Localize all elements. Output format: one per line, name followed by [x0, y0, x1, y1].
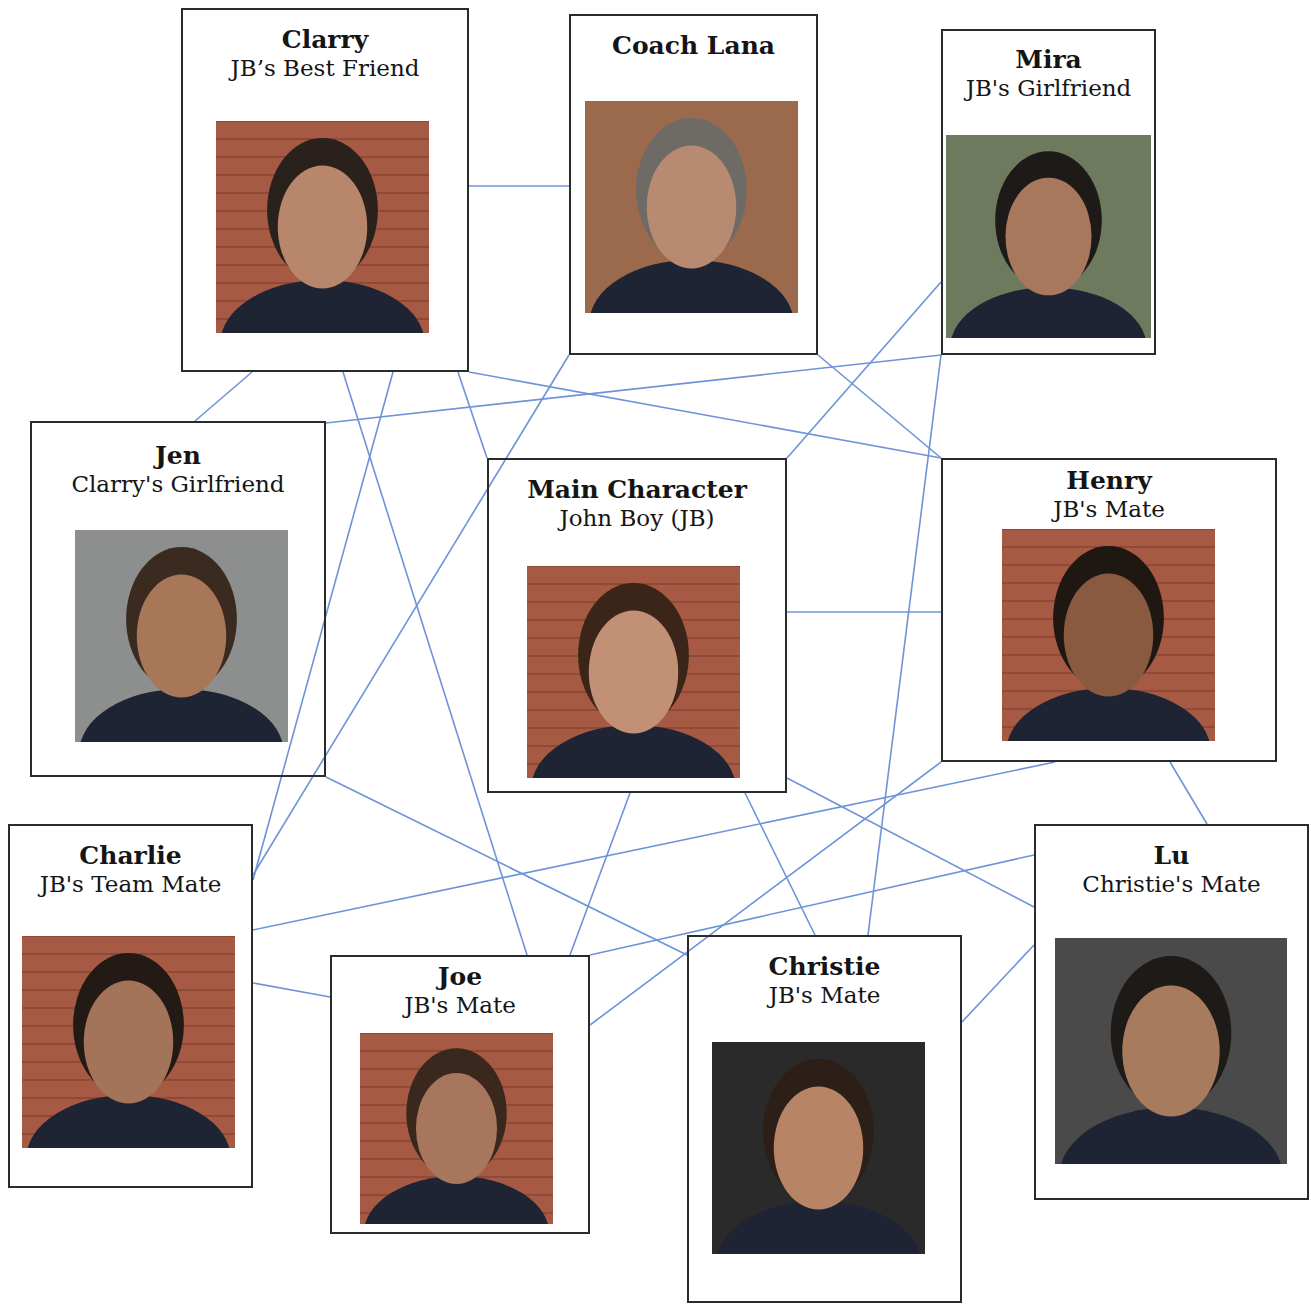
- relationship-line: [787, 282, 941, 458]
- relationship-line: [469, 185, 569, 187]
- relationship-line: [253, 983, 330, 997]
- relationship-line: [326, 355, 941, 423]
- character-role: Christie's Mate: [1082, 871, 1260, 899]
- face: [278, 166, 367, 289]
- portrait-photo: [946, 135, 1151, 338]
- character-card: MiraJB's Girlfriend: [941, 29, 1156, 355]
- character-card: LuChristie's Mate: [1034, 824, 1309, 1200]
- character-role: JB's Mate: [404, 992, 516, 1020]
- character-card: ClarryJB’s Best Friend: [181, 8, 469, 372]
- brick-mortar: [527, 566, 740, 567]
- relationship-line: [469, 372, 941, 458]
- character-name: Lu: [1154, 841, 1190, 871]
- face: [84, 981, 173, 1104]
- portrait-figure: [946, 135, 1151, 338]
- relationship-line: [787, 611, 941, 613]
- brick-mortar: [216, 121, 429, 122]
- portrait-photo: [712, 1042, 925, 1254]
- portrait-figure: [22, 936, 235, 1148]
- portrait-figure: [712, 1042, 925, 1254]
- portrait-figure: [1002, 529, 1215, 741]
- character-card: CharlieJB's Team Mate: [8, 824, 253, 1188]
- portrait-photo: [527, 566, 740, 778]
- character-name: Christie: [769, 952, 881, 982]
- portrait-photo: [360, 1033, 553, 1224]
- portrait-photo: [216, 121, 429, 333]
- portrait-photo: [1002, 529, 1215, 741]
- portrait-figure: [585, 101, 798, 313]
- relationship-line: [253, 762, 1055, 930]
- character-name: Joe: [438, 962, 482, 992]
- relationship-line: [590, 762, 941, 1025]
- character-name: Charlie: [79, 841, 181, 871]
- face: [416, 1073, 497, 1184]
- relationship-line: [195, 372, 252, 421]
- relationship-line: [1170, 762, 1207, 824]
- face: [1122, 985, 1219, 1116]
- face: [589, 611, 678, 734]
- face: [774, 1087, 863, 1210]
- character-role: John Boy (JB): [559, 505, 714, 533]
- relationship-line: [590, 855, 1034, 955]
- character-card: JoeJB's Mate: [330, 955, 590, 1234]
- character-role: JB's Girlfriend: [966, 75, 1132, 103]
- portrait-photo: [75, 530, 288, 742]
- relationship-line: [458, 372, 487, 458]
- character-role: JB's Team Mate: [40, 871, 222, 899]
- relationship-line: [962, 945, 1034, 1022]
- relationship-line: [868, 355, 941, 935]
- brick-mortar: [360, 1033, 553, 1034]
- character-role: Clarry's Girlfriend: [71, 471, 284, 499]
- character-name: Jen: [155, 441, 201, 471]
- portrait-figure: [216, 121, 429, 333]
- character-card: ChristieJB's Mate: [687, 935, 962, 1303]
- face: [647, 146, 736, 269]
- character-name: Clarry: [282, 25, 368, 55]
- relationship-line: [570, 793, 630, 955]
- portrait-photo: [585, 101, 798, 313]
- face: [1005, 178, 1091, 296]
- portrait-figure: [527, 566, 740, 778]
- portrait-photo: [22, 936, 235, 1148]
- character-name: Henry: [1066, 466, 1151, 496]
- character-card: HenryJB's Mate: [941, 458, 1277, 762]
- character-name: Coach Lana: [612, 31, 775, 61]
- relationship-line: [253, 355, 569, 875]
- face: [137, 575, 226, 698]
- portrait-photo: [1055, 938, 1287, 1164]
- character-role: JB’s Best Friend: [231, 55, 420, 83]
- character-card: Main CharacterJohn Boy (JB): [487, 458, 787, 793]
- relationship-line: [326, 777, 687, 955]
- character-role: JB's Mate: [769, 982, 881, 1010]
- portrait-figure: [1055, 938, 1287, 1164]
- face: [1064, 574, 1153, 697]
- character-name: Main Character: [527, 475, 747, 505]
- character-card: Coach Lana: [569, 14, 818, 355]
- character-name: Mira: [1015, 45, 1082, 75]
- portrait-figure: [360, 1033, 553, 1224]
- brick-mortar: [1002, 529, 1215, 530]
- character-role: JB's Mate: [1053, 496, 1165, 524]
- brick-mortar: [22, 936, 235, 937]
- relationship-line: [818, 355, 941, 458]
- relationship-line: [787, 778, 1034, 907]
- portrait-figure: [75, 530, 288, 742]
- character-card: JenClarry's Girlfriend: [30, 421, 326, 777]
